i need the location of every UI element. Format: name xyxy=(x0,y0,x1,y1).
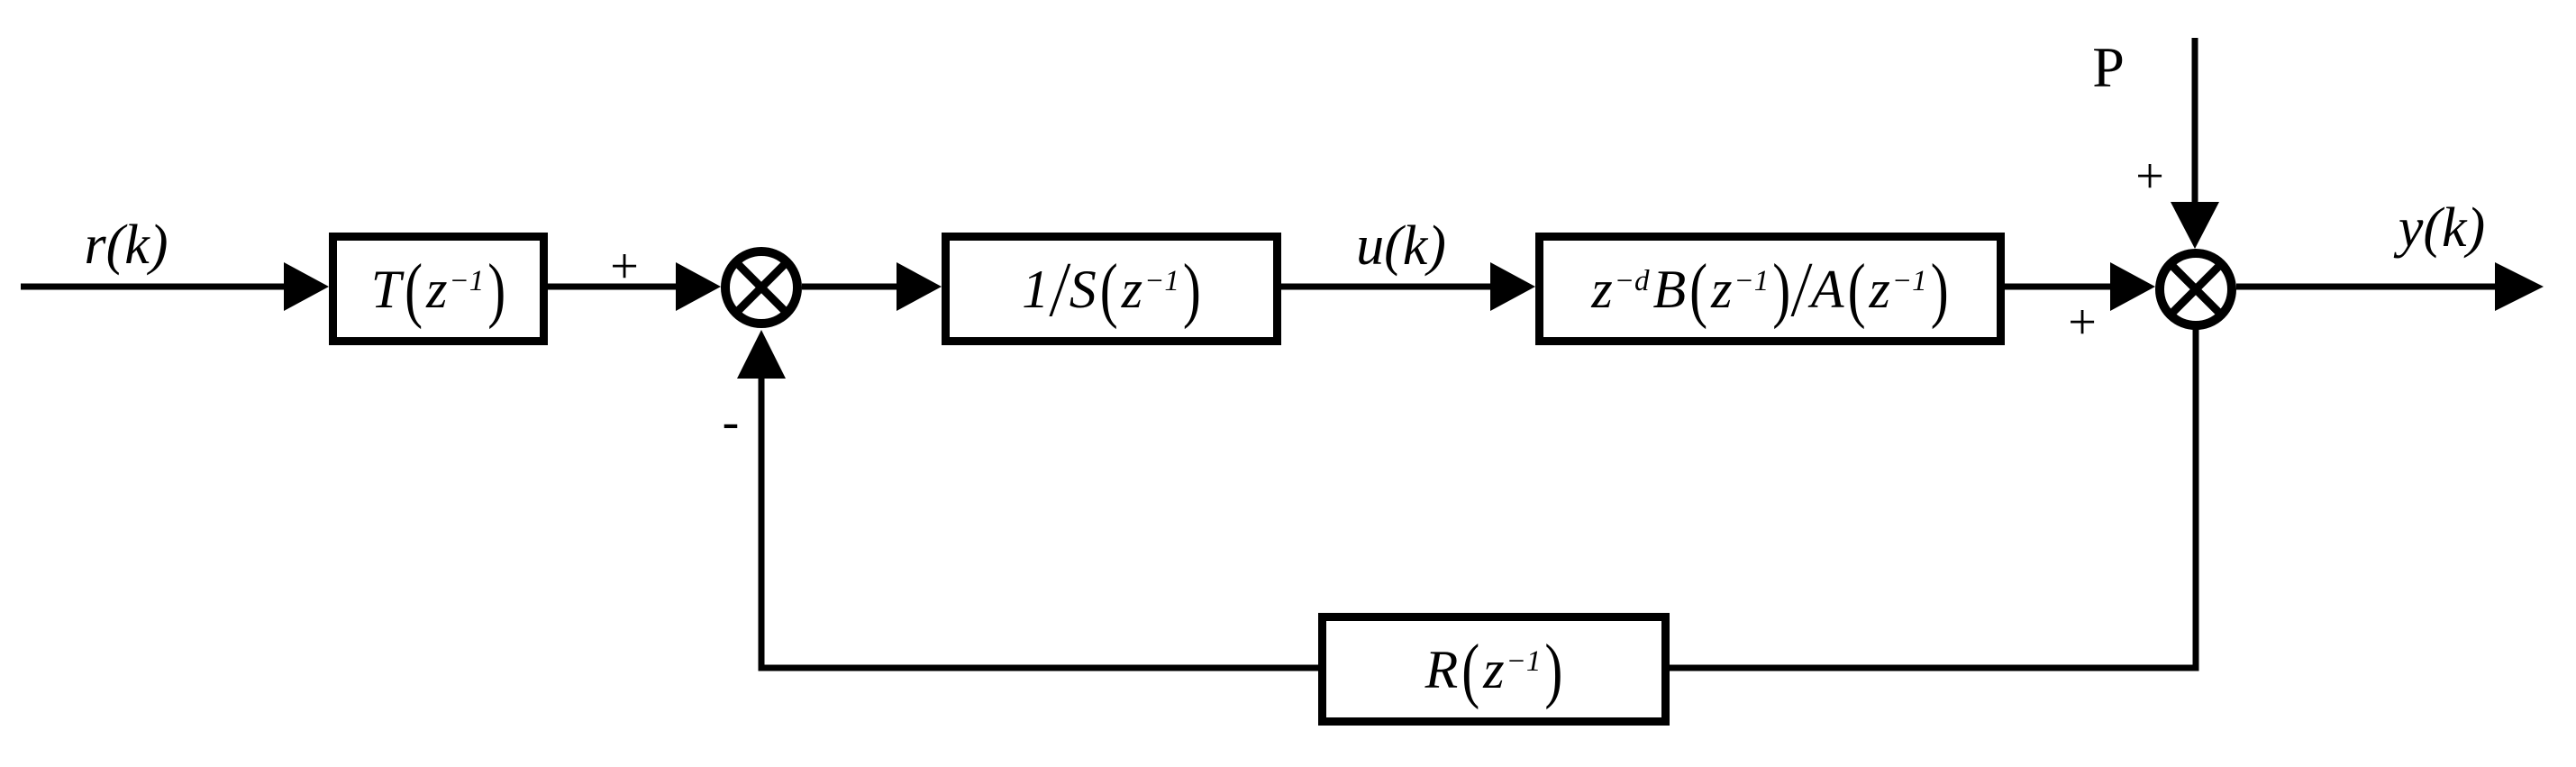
sum1-plus-sign: + xyxy=(610,239,639,295)
control-signal-label: u(k) xyxy=(1356,215,1446,277)
reference-filter-label: T(z−1) xyxy=(370,248,506,330)
summing-junction-1 xyxy=(721,247,802,328)
disturbance-label: P xyxy=(2092,35,2125,99)
sum1-input-arrowhead-icon xyxy=(676,262,721,311)
reference-filter-block: T(z−1) xyxy=(329,233,548,345)
feedback-arrowhead-icon xyxy=(737,330,786,379)
plant-label: z−dB(z−1)/A(z−1) xyxy=(1591,245,1949,333)
input-signal-label: r(k) xyxy=(84,215,168,276)
sum2-plus-sign-top: + xyxy=(2135,149,2164,205)
sum2-input-arrowhead-icon xyxy=(2110,262,2155,311)
summing-junction-2 xyxy=(2155,249,2236,330)
plant-block: z−dB(z−1)/A(z−1) xyxy=(1535,233,2005,345)
sum2-plus-sign-left: + xyxy=(2068,295,2097,351)
controller-input-arrowhead-icon xyxy=(897,262,942,311)
sum1-minus-sign: - xyxy=(722,394,740,450)
disturbance-arrowhead-icon xyxy=(2171,202,2219,249)
feedback-filter-block: R(z−1) xyxy=(1318,613,1670,726)
sum2-cross-line-2 xyxy=(2167,260,2225,318)
feedback-filter-label: R(z−1) xyxy=(1425,628,1563,710)
output-signal-label: y(k) xyxy=(2398,197,2486,259)
controller-block: 1/S(z−1) xyxy=(942,233,1281,345)
controller-label: 1/S(z−1) xyxy=(1022,245,1201,333)
output-arrowhead-icon xyxy=(2495,262,2544,311)
plant-input-arrowhead-icon xyxy=(1490,262,1535,311)
sum1-cross-line-2 xyxy=(733,259,790,316)
reference-input-arrowhead-icon xyxy=(284,262,329,311)
